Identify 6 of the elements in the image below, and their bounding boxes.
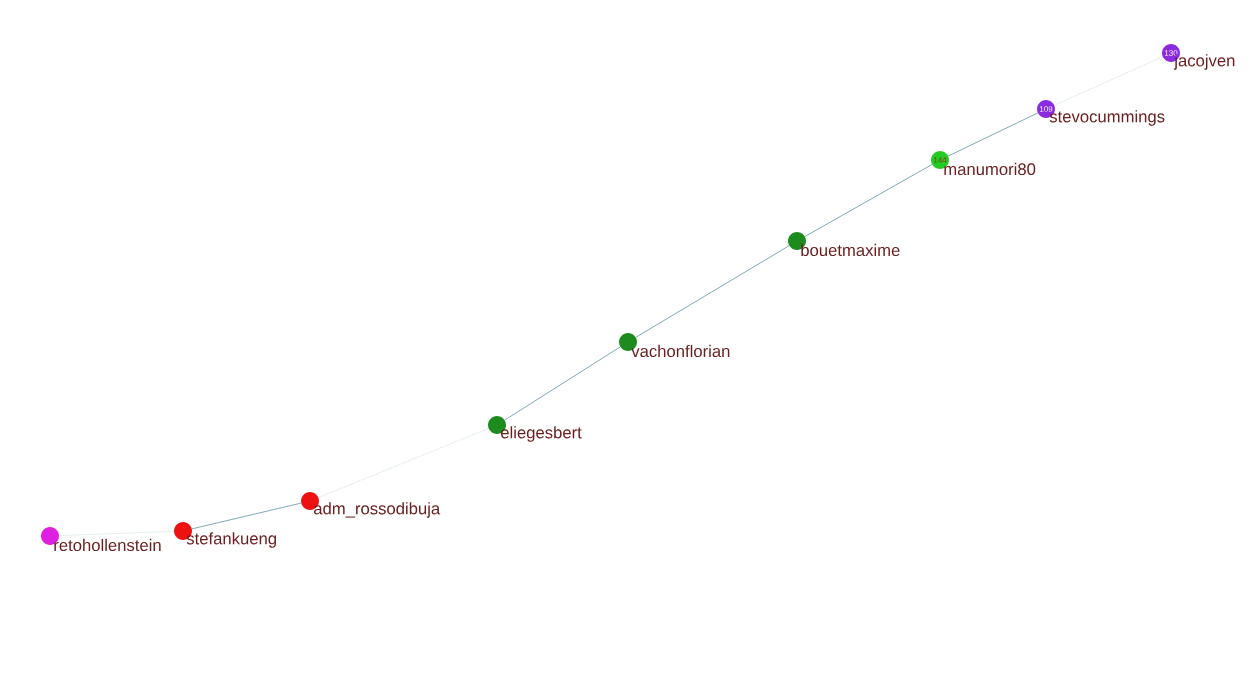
- node-label: stefankueng: [186, 532, 276, 548]
- node-label: adm_rossodibuja: [314, 502, 441, 518]
- node-label: bouetmaxime: [801, 243, 900, 257]
- node-label: retohollenstein: [54, 538, 161, 552]
- node-label: vachonflorian: [631, 344, 730, 358]
- node-label: eliegesbert: [501, 426, 582, 442]
